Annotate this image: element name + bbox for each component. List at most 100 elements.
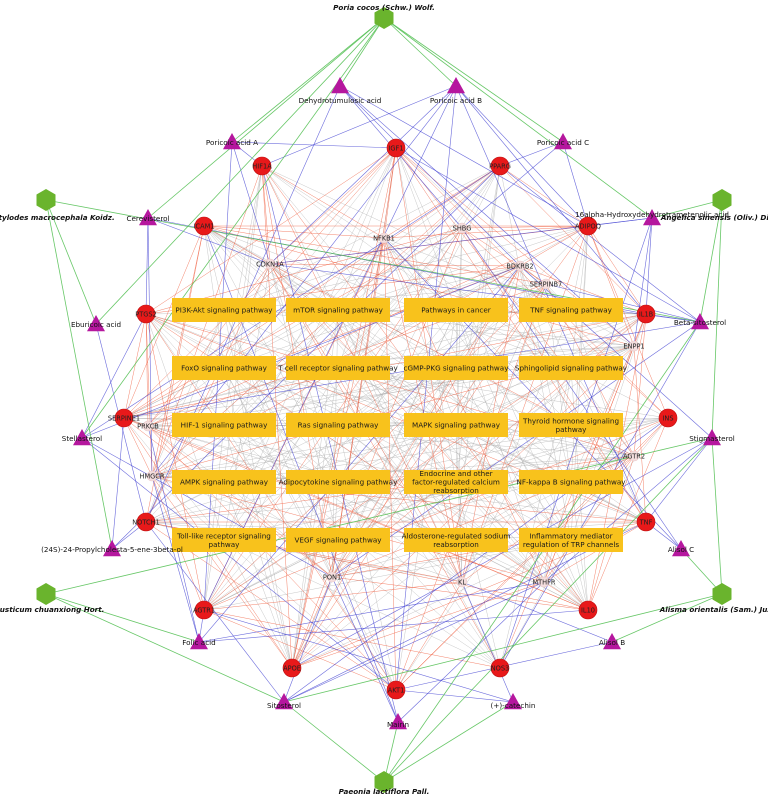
compound-label: Poricoic acid A: [206, 138, 258, 147]
compound-triangle: [223, 133, 241, 150]
compound-node: Poricoic acid A: [206, 133, 258, 150]
compound-target-edge: [543, 437, 713, 583]
compound-target-edge: [198, 609, 589, 643]
herb-node: Atractylodes macrocephala Koidz.: [0, 189, 115, 222]
compound-target-edge: [81, 265, 521, 439]
pathway-box: [172, 413, 276, 437]
compound-node: (+)-catechin: [491, 693, 535, 710]
pathway-target-edge: [145, 367, 225, 523]
target-circle: [386, 680, 406, 700]
compound-target-edge: [331, 576, 399, 723]
pathway-box: [404, 413, 508, 437]
compound-triangle: [389, 713, 407, 730]
target-target-edge: [633, 345, 647, 523]
target-node: HMGCR: [140, 470, 165, 482]
target-circle: [578, 216, 598, 236]
pathway-node: Ras signaling pathway: [286, 413, 390, 437]
pathway-label: pathway: [209, 540, 241, 549]
compound-node: Poricoic acid B: [430, 77, 482, 105]
target-target-edge: [269, 147, 397, 265]
pathway-node: mTOR signaling pathway: [286, 298, 390, 322]
target-node: SERPINB7: [530, 278, 563, 290]
target-target-edge: [461, 227, 669, 419]
pathway-target-edge: [223, 147, 397, 369]
target-target-edge: [461, 225, 589, 583]
pathway-target-edge: [261, 165, 572, 311]
compound-node: Mairin: [387, 713, 409, 730]
target-target-edge: [145, 313, 153, 477]
pathway-target-edge: [223, 165, 263, 426]
herb-compound-edge: [383, 701, 514, 783]
pathway-target-edge: [383, 237, 572, 426]
target-target-edge: [395, 147, 635, 457]
target-target-edge: [291, 227, 463, 669]
pathway-target-edge: [337, 424, 463, 583]
target-target-edge: [123, 417, 153, 477]
compound-node: 16alpha-Hydroxydehydrotrametenolic acid: [575, 209, 729, 226]
target-target-edge: [587, 225, 647, 315]
pathway-box: [519, 528, 623, 552]
target-label: IL10: [581, 606, 595, 614]
compound-target-edge: [203, 609, 514, 703]
pathway-label: MAPK signaling pathway: [412, 421, 501, 430]
target-target-edge: [123, 227, 463, 419]
compound-label: Beta-sitosterol: [674, 318, 726, 327]
compound-target-edge: [339, 85, 589, 227]
compound-label: Stellasterol: [62, 434, 102, 443]
compound-target-edge: [147, 217, 153, 477]
target-circle: [386, 138, 406, 158]
target-target-edge: [123, 313, 147, 419]
pathway-target-edge: [455, 227, 463, 483]
herb-hexagon: [374, 771, 394, 793]
target-label: HIF1A: [252, 162, 272, 170]
pathway-label: FoxO signaling pathway: [181, 364, 268, 373]
target-target-edge: [203, 225, 385, 239]
herb-label: Atractylodes macrocephala Koidz.: [0, 213, 115, 222]
pathway-box: [172, 470, 276, 494]
compound-label: Dehydrotumulosic acid: [299, 96, 382, 105]
compound-target-edge: [331, 321, 701, 578]
target-target-edge: [291, 581, 545, 669]
compound-node: Alisol C: [668, 540, 694, 557]
compound-triangle: [603, 633, 621, 650]
compound-target-edge: [397, 581, 545, 723]
pathway-label: NF-kappa B signaling pathway: [516, 478, 626, 487]
herb-hexagon: [36, 189, 56, 211]
target-node: APOE: [282, 658, 302, 678]
target-target-edge: [269, 263, 501, 669]
target-circle: [490, 658, 510, 678]
compound-label: Folic acid: [182, 638, 215, 647]
pathway-label: Endocrine and other: [419, 469, 492, 478]
pathway-box: [519, 470, 623, 494]
target-circle: [538, 576, 550, 588]
target-label: ENPP1: [623, 342, 644, 350]
compound-triangle: [190, 633, 208, 650]
herb-compound-edge: [711, 437, 723, 595]
target-label: AGTR1: [193, 606, 215, 614]
target-label: SERPINB7: [530, 280, 563, 288]
target-node: NFKB1: [373, 232, 395, 244]
compound-edges: [81, 85, 713, 723]
pathway-target-edge: [223, 367, 647, 523]
compound-target-edge: [269, 85, 457, 265]
pathway-label: VEGF signaling pathway: [295, 536, 383, 545]
target-node: IGF1: [386, 138, 406, 158]
pathway-target-edge: [203, 225, 572, 483]
compound-target-edge: [269, 263, 701, 323]
target-target-edge: [145, 313, 149, 427]
compound-triangle: [504, 693, 522, 710]
target-target-edge: [147, 147, 397, 427]
pathway-node: HIF-1 signaling pathway: [172, 413, 276, 437]
target-circle: [136, 304, 156, 324]
target-label: PON1: [323, 573, 341, 581]
pathway-target-edge: [223, 165, 501, 311]
target-target-edge: [123, 225, 205, 419]
compound-node: Cerevisterol: [126, 209, 170, 226]
herb-compound-edge: [699, 199, 723, 323]
target-circle: [378, 232, 390, 244]
target-node: BDKRB2: [506, 260, 534, 272]
pathway-target-edge: [337, 313, 647, 483]
pathway-target-edge: [337, 165, 501, 369]
target-node: IL1B: [636, 304, 656, 324]
